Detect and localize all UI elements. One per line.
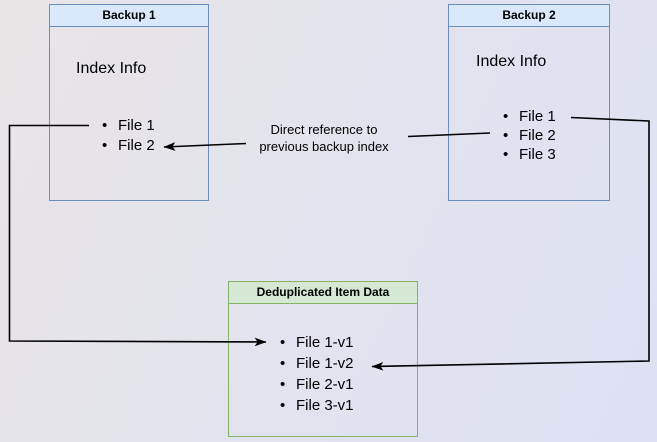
backup2-box: Backup 2 Index Info File 1File 2File 3 (448, 4, 610, 201)
backup1-heading: Index Info (76, 60, 147, 77)
backup1-file-list: File 1File 2 (102, 116, 155, 156)
list-item: File 1 (503, 107, 556, 126)
backup2-heading: Index Info (476, 53, 547, 70)
backup2-title: Backup 2 (449, 5, 609, 27)
direct-reference-label-line2: previous backup index (259, 139, 389, 154)
dedup-title: Deduplicated Item Data (229, 282, 417, 304)
list-item: File 2 (102, 136, 155, 156)
list-item: File 1 (102, 116, 155, 136)
dedup-box: Deduplicated Item Data File 1-v1File 1-v… (228, 281, 418, 437)
dedup-file-list: File 1-v1File 1-v2File 2-v1File 3-v1 (280, 332, 353, 416)
list-item: File 3 (503, 145, 556, 164)
backup1-box: Backup 1 Index Info File 1File 2 (49, 4, 209, 201)
direct-reference-label-line1: Direct reference to (270, 122, 378, 137)
list-item: File 3-v1 (280, 395, 353, 416)
backup2-file-list: File 1File 2File 3 (503, 107, 556, 164)
list-item: File 1-v2 (280, 353, 353, 374)
direct-reference-label: Direct reference to previous backup inde… (224, 121, 424, 155)
backup1-title: Backup 1 (50, 5, 208, 27)
list-item: File 2-v1 (280, 374, 353, 395)
list-item: File 1-v1 (280, 332, 353, 353)
list-item: File 2 (503, 126, 556, 145)
